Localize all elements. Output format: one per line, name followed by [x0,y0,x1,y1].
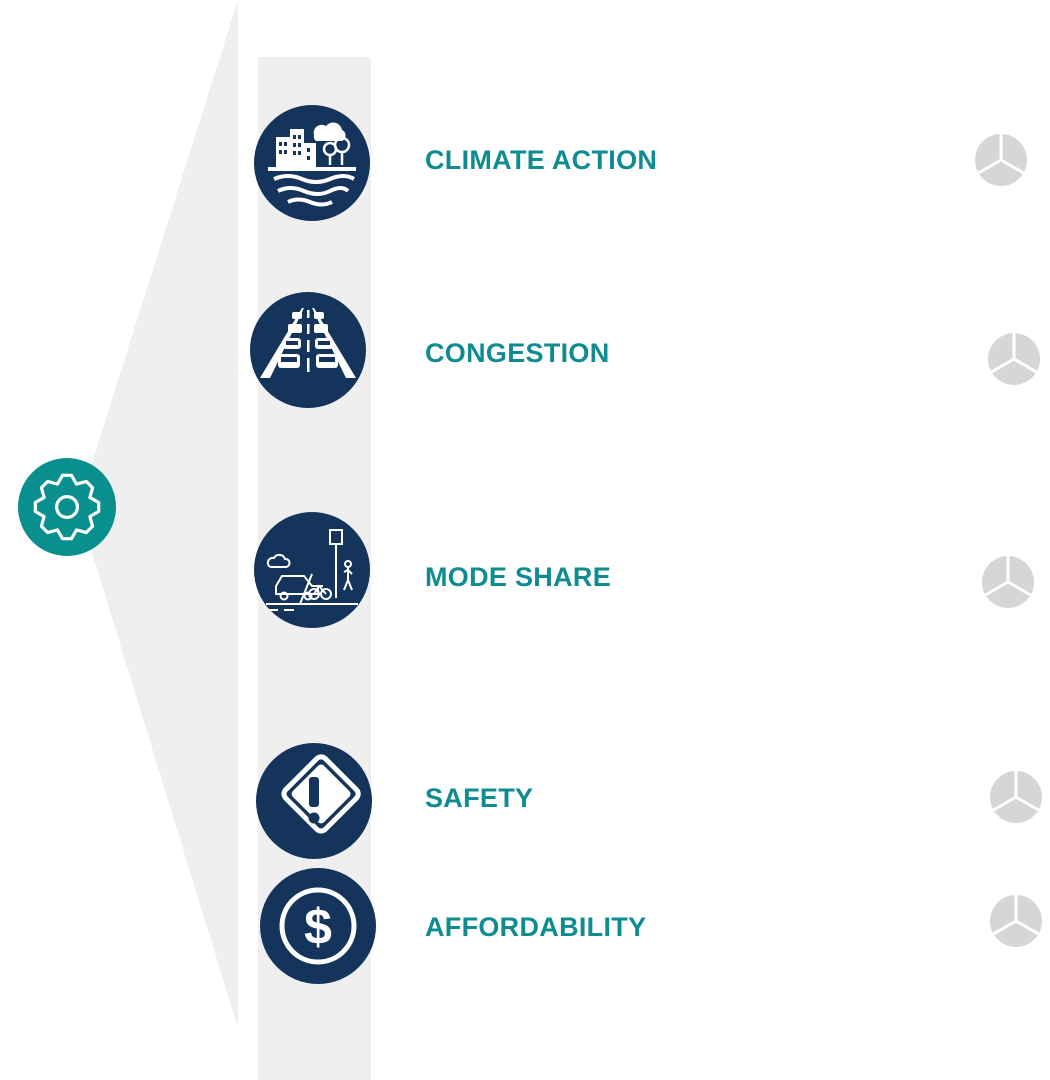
objective-row-congestion: CONGESTION [0,292,1050,412]
objective-row-climate-action: CLIMATE ACTION [0,105,1050,225]
mode-share-icon [254,512,370,628]
objective-label: AFFORDABILITY [425,912,647,942]
objective-row-safety: SAFETY [0,743,1050,863]
background-wedge [78,0,238,1028]
three-segment-indicator-icon [988,769,1044,825]
three-segment-indicator-icon [986,331,1042,387]
objective-label: SAFETY [425,783,534,813]
svg-text:$: $ [304,899,332,955]
three-segment-indicator-icon [980,554,1036,610]
warning-sign-icon [256,743,372,859]
three-segment-indicator-icon [988,893,1044,949]
objective-row-affordability: $ AFFORDABILITY [0,868,1050,988]
gear-icon [33,473,101,541]
objective-label: CONGESTION [425,338,610,368]
objective-label: CLIMATE ACTION [425,145,658,175]
three-segment-indicator-icon [973,132,1029,188]
city-climate-icon [254,105,370,221]
dollar-icon: $ [260,868,376,984]
objective-row-mode-share: MODE SHARE [0,512,1050,632]
traffic-congestion-icon [250,292,366,408]
objective-label: MODE SHARE [425,562,612,592]
gear-hub [18,458,116,556]
